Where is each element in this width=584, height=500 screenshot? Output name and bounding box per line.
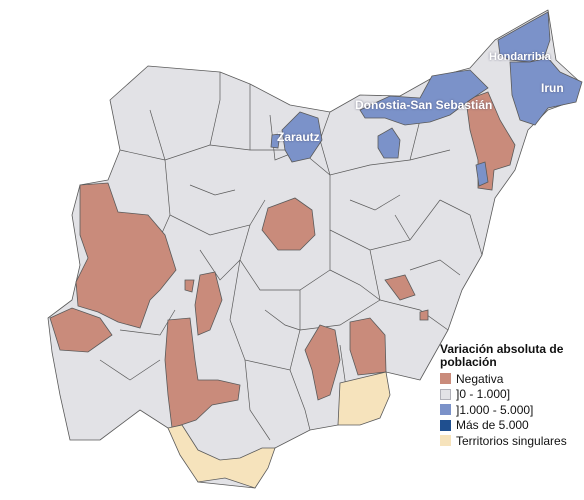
- region-singular-south: [167, 424, 276, 489]
- region-negative-west-small: [49, 307, 113, 353]
- legend-swatch: [440, 404, 451, 416]
- legend-label: Negativa: [456, 371, 504, 386]
- region-donostia: [359, 69, 489, 126]
- legend-item-mid: ]1.000 - 5.000]: [440, 402, 584, 418]
- region-irun: [509, 57, 583, 126]
- region-singular-southeast: [337, 371, 391, 426]
- region-negative-west-large: [75, 182, 177, 329]
- region-zarautz: [281, 111, 323, 163]
- legend-label: Territorios singulares: [456, 433, 567, 448]
- negative-regions: [49, 91, 516, 429]
- region-negative-tiny-1: [184, 279, 195, 293]
- region-hondarribia: [497, 11, 551, 63]
- label-irun: Irun: [541, 81, 564, 95]
- region-negative-mid-south: [304, 324, 341, 401]
- region-negative-tiny-2: [419, 309, 429, 321]
- region-negative-east-small: [384, 274, 416, 301]
- region-negative-south-central: [164, 317, 241, 429]
- label-hondarribia: Hondarribia: [489, 51, 551, 63]
- region-zarautz-west: [270, 133, 281, 149]
- mid-growth-regions: [270, 11, 583, 187]
- label-zarautz: Zarautz: [277, 130, 320, 144]
- legend-swatch: [440, 373, 451, 385]
- legend-label: ]1.000 - 5.000]: [456, 402, 534, 417]
- legend-label: ]0 - 1.000]: [456, 387, 511, 402]
- legend-title: Variación absoluta de población: [440, 342, 564, 369]
- legend-item-negative: Negativa: [440, 371, 584, 387]
- region-negative-center: [261, 197, 316, 251]
- label-donostia: Donostia-San Sebastián: [355, 98, 493, 112]
- legend-label: Más de 5.000: [456, 418, 529, 433]
- legend-swatch: [440, 388, 451, 400]
- region-small-blue-east: [475, 161, 489, 187]
- municipality-borders: [99, 72, 483, 441]
- legend: Variación absoluta de población Negativa…: [440, 343, 584, 449]
- legend-item-low: ]0 - 1.000]: [440, 387, 584, 403]
- region-negative-central-strip: [194, 271, 223, 336]
- legend-swatch: [440, 419, 451, 431]
- legend-item-singular: Territorios singulares: [440, 433, 584, 449]
- singular-territories: [167, 371, 391, 489]
- legend-item-high: Más de 5.000: [440, 418, 584, 434]
- legend-swatch: [440, 435, 451, 447]
- region-small-blue: [377, 127, 401, 159]
